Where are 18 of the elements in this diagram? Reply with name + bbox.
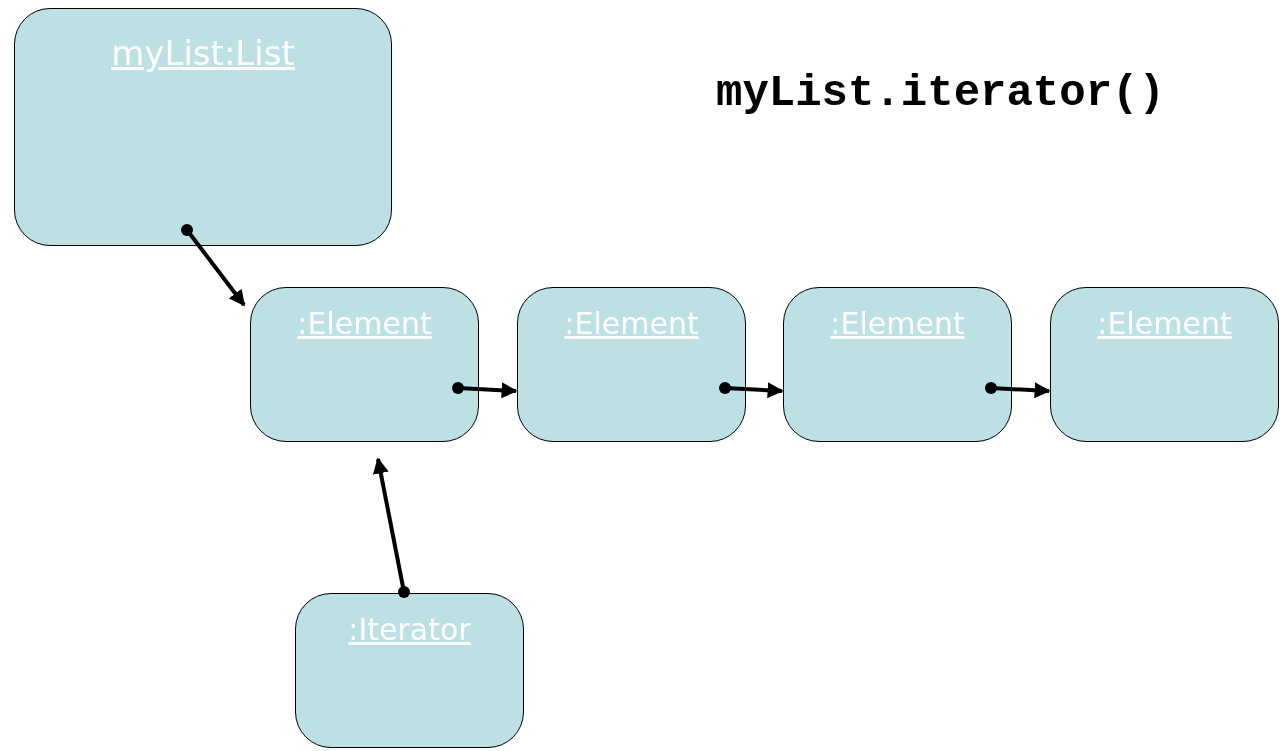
reference-arrow	[985, 382, 1051, 399]
reference-arrow	[452, 382, 518, 399]
object-name: :Element	[564, 306, 699, 342]
object-box	[517, 287, 746, 442]
object-box	[295, 593, 524, 748]
object-box	[783, 287, 1012, 442]
reference-arrow	[372, 457, 410, 598]
object-name: :Element	[1097, 306, 1232, 342]
object-name: :Element	[297, 306, 432, 342]
object-name: myList:List	[111, 33, 295, 74]
object-name: :Element	[830, 306, 965, 342]
reference-arrow	[719, 382, 784, 399]
object-box	[1050, 287, 1279, 442]
object-box	[14, 8, 392, 246]
reference-arrow	[181, 224, 246, 307]
object-name: :Iterator	[348, 612, 471, 648]
method-call: myList.iterator()	[716, 68, 1165, 118]
object-box	[250, 287, 479, 442]
